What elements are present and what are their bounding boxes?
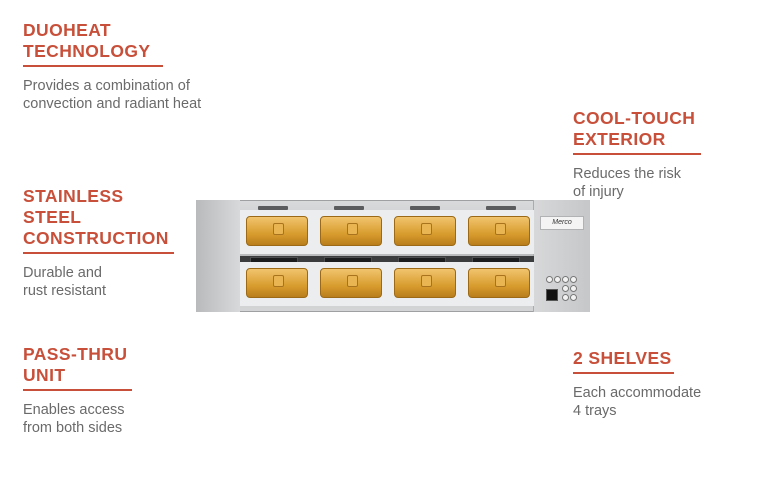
food-tray (468, 268, 530, 298)
title-underline (23, 252, 174, 254)
feature-cool-touch: COOL-TOUCH EXTERIOR Reduces the risk of … (573, 108, 701, 201)
control-button-icon (570, 285, 577, 292)
feature-title: STAINLESS STEEL CONSTRUCTION (23, 186, 169, 248)
food-tray (320, 216, 382, 246)
feature-description: Each accommodate 4 trays (573, 385, 702, 419)
control-button-icon (546, 276, 553, 283)
feature-description: Provides a combination of convection and… (23, 78, 202, 112)
control-panel: Merco (533, 200, 590, 312)
feature-description: Enables access from both sides (23, 402, 125, 436)
title-underline (23, 65, 163, 67)
power-switch-icon (546, 289, 558, 301)
control-button-icon (570, 294, 577, 301)
food-tray (468, 216, 530, 246)
feature-description: Reduces the risk of injury (573, 166, 681, 200)
food-tray (246, 216, 308, 246)
feature-description: Durable and rust resistant (23, 265, 106, 299)
handle-icon (486, 206, 516, 210)
feature-two-shelves: 2 SHELVES Each accommodate 4 trays (573, 348, 701, 420)
food-tray (320, 268, 382, 298)
control-button-icon (554, 276, 561, 283)
food-warmer-product-image: Merco (196, 200, 590, 312)
control-button-icon (562, 276, 569, 283)
brand-logo: Merco (540, 216, 584, 230)
feature-title: PASS-THRU UNIT (23, 344, 128, 385)
food-tray (246, 268, 308, 298)
feature-title: 2 SHELVES (573, 348, 672, 368)
feature-title: COOL-TOUCH EXTERIOR (573, 108, 696, 149)
feature-pass-thru: PASS-THRU UNIT Enables access from both … (23, 344, 132, 437)
food-tray (394, 216, 456, 246)
timer-display-bar (240, 256, 534, 263)
lower-shelf (240, 262, 534, 306)
title-underline (573, 372, 674, 374)
control-button-icon (570, 276, 577, 283)
food-tray (394, 268, 456, 298)
handle-icon (334, 206, 364, 210)
handle-icon (410, 206, 440, 210)
feature-stainless-steel: STAINLESS STEEL CONSTRUCTION Durable and… (23, 186, 174, 300)
feature-duoheat: DUOHEAT TECHNOLOGY Provides a combinatio… (23, 20, 201, 113)
cabinet-left-side (196, 200, 240, 312)
feature-title: DUOHEAT TECHNOLOGY (23, 20, 151, 61)
control-button-icon (562, 294, 569, 301)
title-underline (23, 389, 132, 391)
control-button-icon (562, 285, 569, 292)
title-underline (573, 153, 701, 155)
handle-icon (258, 206, 288, 210)
upper-shelf (240, 206, 534, 254)
